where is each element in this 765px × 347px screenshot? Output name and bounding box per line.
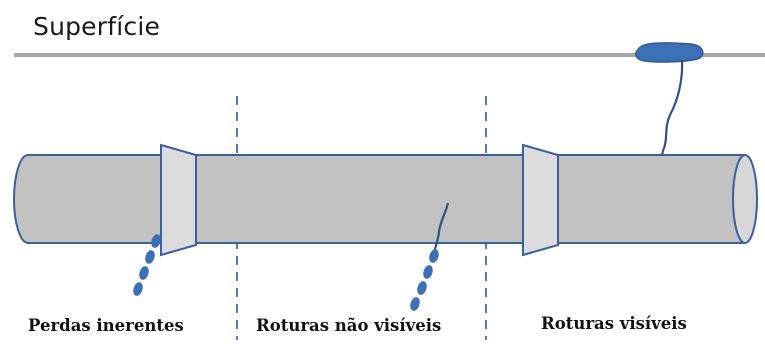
pipe-body [13,154,746,244]
pipe-joint-right [522,143,559,257]
leak-drop [133,282,143,296]
leak-drop [139,266,149,280]
zone-label-inherent-losses: Perdas inerentes [28,316,184,335]
leak-drop [145,250,155,264]
hidden-rupture-drops [410,249,439,311]
zone-label-visible-ruptures: Roturas visíveis [541,314,687,333]
hidden-rupture-crack [432,202,450,253]
pipe-joint-left [160,143,197,257]
zone-label-hidden-ruptures: Roturas não visíveis [256,316,442,335]
surface-water-puddle [635,42,704,63]
leak-drop [423,265,433,279]
leak-drop [151,234,161,248]
leak-drop [410,297,420,311]
leak-drop [429,249,439,263]
surface-label: Superfície [33,12,161,41]
inherent-loss-drops [133,234,161,296]
leak-drop [417,281,427,295]
pipe-end-opening [732,154,758,244]
